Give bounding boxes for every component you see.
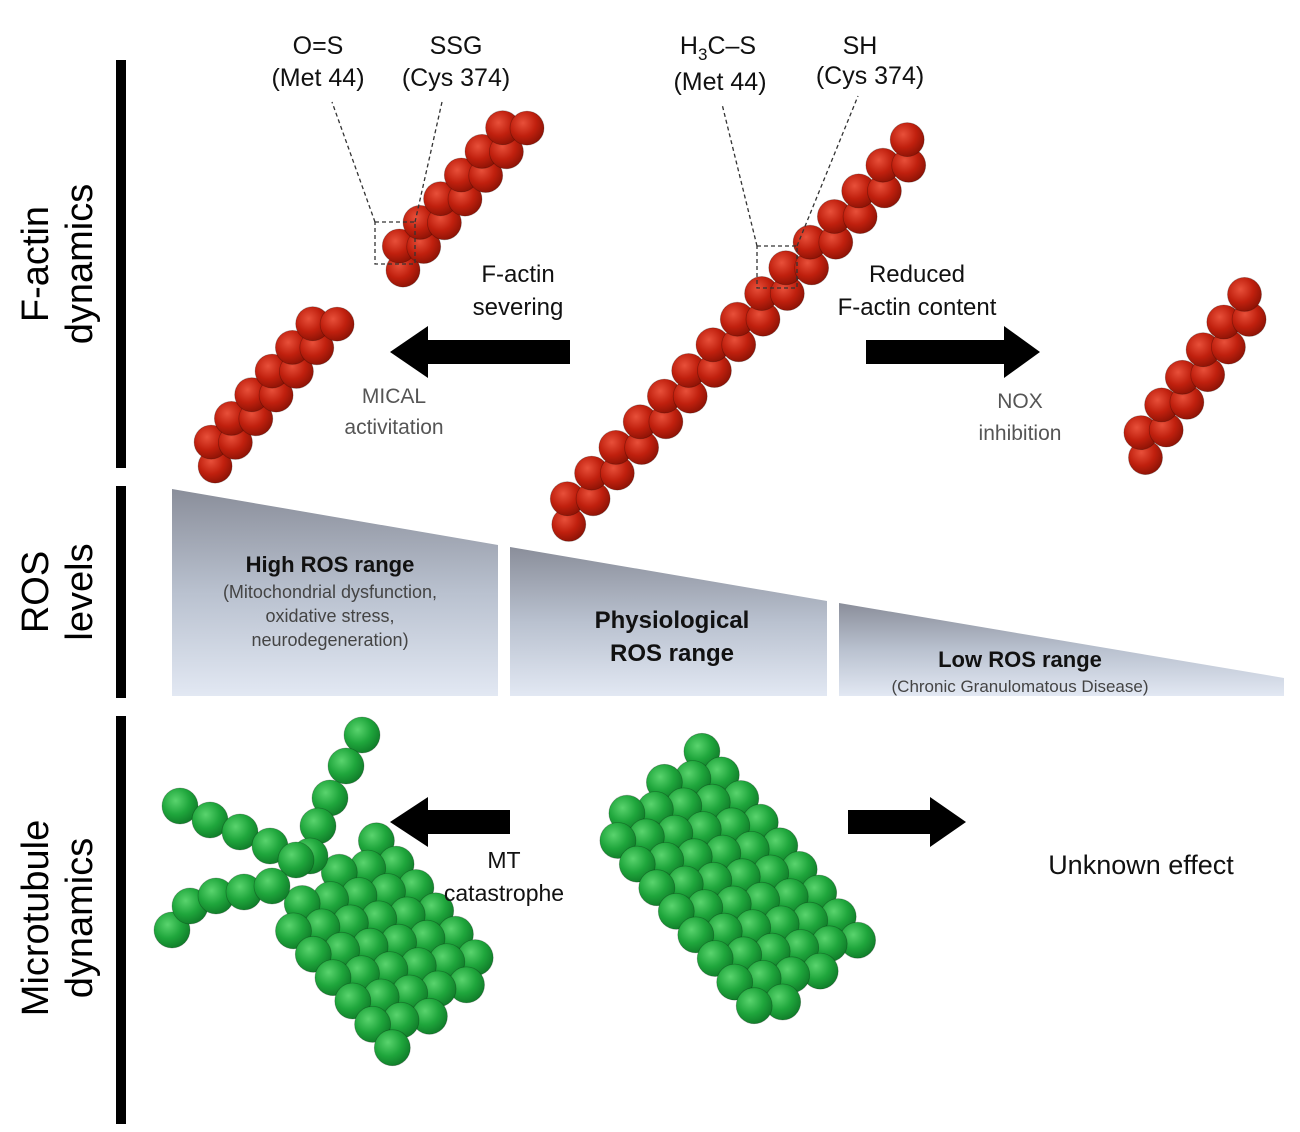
mt-left-label-2: catastrophe bbox=[444, 880, 564, 906]
red-met-res: (Met 44) bbox=[673, 68, 766, 96]
red-met-mod-b: C–S bbox=[707, 32, 756, 60]
section-label-factin: F-actin dynamics bbox=[15, 184, 101, 345]
red-met-mod: H3C–S bbox=[680, 32, 756, 64]
tubulin-subunit bbox=[735, 987, 773, 1025]
ros-wedge-high bbox=[172, 489, 498, 696]
factin-label-line2: dynamics bbox=[59, 184, 101, 345]
factin-left-title-1: F-actin bbox=[481, 261, 554, 288]
ros-high-title: High ROS range bbox=[246, 552, 415, 577]
oxidized-residue-box bbox=[374, 221, 416, 265]
actin-filament-right bbox=[1123, 276, 1267, 476]
mt-left-label-1: MT bbox=[487, 847, 520, 873]
tubulin-subunit bbox=[253, 867, 291, 905]
actin-monomer bbox=[1227, 276, 1262, 312]
section-label-ros: ROS levels bbox=[15, 543, 101, 640]
ros-gradient-wedge bbox=[172, 489, 1284, 696]
factin-left-cause-1: MICAL bbox=[362, 385, 426, 408]
oxidized-residue-callout bbox=[331, 101, 443, 265]
factin-right-title-1: Reduced bbox=[869, 261, 965, 288]
ros-wedge-low bbox=[839, 603, 1284, 696]
microtubule-intact bbox=[599, 732, 876, 1025]
factin-label-line1: F-actin bbox=[15, 206, 57, 322]
ox-met-mod: O=S bbox=[293, 32, 344, 60]
ros-low-desc: (Chronic Granulomatous Disease) bbox=[892, 677, 1149, 696]
arrow-left-mt bbox=[390, 797, 510, 847]
ox-met-res: (Met 44) bbox=[271, 64, 364, 92]
ros-low-title: Low ROS range bbox=[938, 647, 1102, 672]
reduced-residue-callout bbox=[721, 95, 859, 289]
tubulin-subunit bbox=[221, 813, 259, 851]
factin-right-title-2: F-actin content bbox=[838, 294, 997, 321]
tubulin-subunit bbox=[373, 1029, 411, 1067]
reduced-residue-box bbox=[756, 245, 798, 289]
ros-high-desc-3: neurodegeneration) bbox=[251, 630, 408, 650]
red-met-mod-sub: 3 bbox=[698, 45, 707, 64]
tubulin-subunit bbox=[161, 787, 199, 825]
mt-right-label: Unknown effect bbox=[1048, 850, 1234, 880]
tubulin-subunit bbox=[277, 841, 315, 879]
ros-label-line2: levels bbox=[59, 543, 101, 640]
section-bar-ros bbox=[116, 486, 126, 698]
arrow-left-factin bbox=[390, 326, 570, 378]
mt-label-line1: Microtubule bbox=[15, 820, 57, 1016]
arrow-right-mt bbox=[848, 797, 966, 847]
reduced-leader-met bbox=[721, 103, 758, 247]
factin-left-cause-2: activitation bbox=[344, 416, 443, 439]
actin-monomer bbox=[509, 110, 545, 146]
factin-right-cause-1: NOX bbox=[997, 390, 1043, 413]
ox-cys-mod: SSG bbox=[430, 32, 483, 60]
factin-right-cause-2: inhibition bbox=[979, 422, 1062, 445]
ros-phys-title-1: Physiological bbox=[595, 607, 750, 634]
tubulin-subunit bbox=[327, 747, 365, 785]
ros-label-line1: ROS bbox=[15, 551, 57, 633]
section-bar-factin bbox=[116, 60, 126, 468]
ros-high-desc-1: (Mitochondrial dysfunction, bbox=[223, 582, 437, 602]
mt-label-line2: dynamics bbox=[59, 838, 101, 999]
tubulin-subunit bbox=[343, 716, 381, 754]
arrow-right-factin bbox=[866, 326, 1040, 378]
ros-wedge-physiological bbox=[510, 547, 827, 696]
oxidized-leader-met bbox=[331, 101, 376, 223]
actin-monomer bbox=[319, 306, 355, 342]
actin-filament-center bbox=[549, 122, 927, 542]
red-cys-res: (Cys 374) bbox=[816, 62, 924, 90]
ros-high-desc-2: oxidative stress, bbox=[265, 606, 394, 626]
actin-monomer bbox=[889, 122, 925, 158]
section-bar-mt bbox=[116, 716, 126, 1124]
ox-cys-res: (Cys 374) bbox=[402, 64, 510, 92]
reduced-leader-cys bbox=[796, 95, 859, 247]
microtubule-catastrophe bbox=[153, 716, 494, 1067]
red-met-mod-a: H bbox=[680, 32, 698, 60]
actin-filament-fragment-left bbox=[193, 306, 355, 484]
red-cys-mod: SH bbox=[843, 32, 878, 60]
ros-phys-title-2: ROS range bbox=[610, 640, 734, 667]
section-label-mt: Microtubule dynamics bbox=[15, 820, 101, 1016]
factin-left-title-2: severing bbox=[473, 294, 564, 321]
